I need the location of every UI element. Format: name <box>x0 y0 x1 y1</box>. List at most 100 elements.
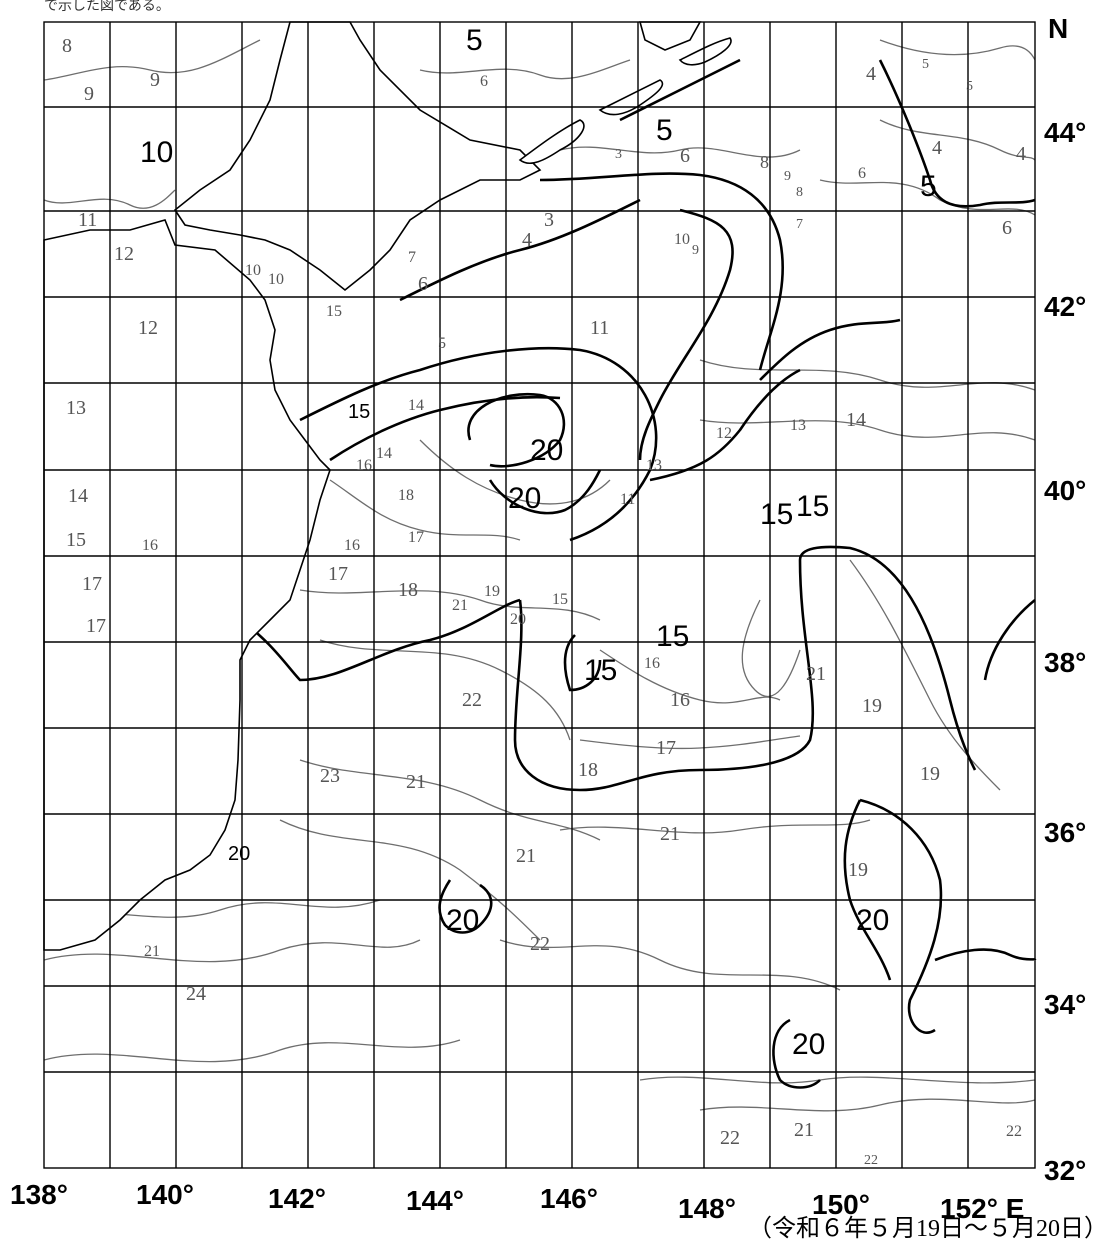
isotherm-label: 8 <box>760 152 769 172</box>
isotherm-label: 16 <box>644 655 660 672</box>
isotherm-label: 5 <box>438 335 446 352</box>
isotherm-label: 16 <box>670 689 690 711</box>
isotherm-label: 9 <box>692 243 699 258</box>
thin-isotherm-labels: 8 9 9 11 12 12 13 14 15 16 17 17 6 3 4 3… <box>62 35 1026 1168</box>
isotherm-label: 20 <box>530 434 563 467</box>
isotherm-label: 7 <box>796 217 803 232</box>
isotherm-label: 16 <box>142 537 158 554</box>
isotherm-label: 7 <box>408 249 416 266</box>
isotherm-label: 15 <box>348 401 370 423</box>
isotherm-label: 18 <box>578 759 598 781</box>
isotherm-label: 21 <box>144 943 160 960</box>
isotherm-label: 14 <box>376 445 392 462</box>
isotherm-label: 20 <box>508 482 541 515</box>
isotherm-label: 18 <box>398 487 414 504</box>
isotherm-label: 11 <box>590 317 609 339</box>
isotherm-label: 10 <box>140 136 173 169</box>
isotherm-label: 13 <box>646 457 662 474</box>
lat-label: 36° <box>1044 817 1086 848</box>
lon-label: 138° <box>10 1179 68 1210</box>
lat-label: 40° <box>1044 475 1086 506</box>
isotherm-label: 20 <box>228 843 250 865</box>
isotherm-label: 4 <box>932 137 942 159</box>
thick-isotherm-labels: 10 5 5 5 20 20 15 15 15 15 15 20 20 20 2… <box>140 24 937 1061</box>
isotherm-label: 19 <box>848 859 868 881</box>
isotherm-label: 14 <box>68 485 88 507</box>
isotherm-label: 15 <box>552 591 568 608</box>
isotherm-label: 20 <box>856 904 889 937</box>
isotherm-label: 8 <box>796 185 803 200</box>
observation-date-caption: （令和６年５月19日～５月20日） <box>748 1216 1108 1242</box>
isotherm-label: 10 <box>268 271 284 288</box>
isotherm-label: 21 <box>660 823 680 845</box>
lat-label: N <box>1048 13 1068 44</box>
isotherm-label: 5 <box>466 24 483 57</box>
isotherm-label: 20 <box>510 611 526 628</box>
kuril-island-2 <box>598 79 664 116</box>
lat-label: 38° <box>1044 647 1086 678</box>
isotherm-label: 16 <box>356 457 372 474</box>
kuril-island-3 <box>678 37 732 66</box>
isotherm-label: 5 <box>656 114 673 147</box>
japan-coastline <box>43 21 732 951</box>
isotherm-label: 17 <box>82 573 102 595</box>
isotherm-label: 14 <box>846 409 866 431</box>
isotherm-label: 19 <box>862 695 882 717</box>
isotherm-label: 11 <box>78 209 97 231</box>
lon-label: 140° <box>136 1179 194 1210</box>
isotherm-label: 5 <box>966 79 973 94</box>
isotherm-label: 22 <box>720 1127 740 1149</box>
isotherm-label: 21 <box>806 663 826 685</box>
isotherm-label: 4 <box>522 229 532 251</box>
isotherm-label: 15 <box>760 498 793 531</box>
isotherm-label: 6 <box>418 273 428 295</box>
isotherm-label: 5 <box>922 57 929 72</box>
honshu-land <box>43 219 331 951</box>
isotherm-label: 17 <box>408 529 424 546</box>
isotherm-label: 22 <box>1006 1123 1022 1140</box>
isotherm-label: 20 <box>792 1028 825 1061</box>
isotherm-label: 17 <box>86 615 106 637</box>
top-caption: で示した図である。 <box>44 0 170 14</box>
isotherm-label: 12 <box>716 425 732 442</box>
isotherm-label: 11 <box>620 491 635 508</box>
isotherm-label: 24 <box>186 983 206 1005</box>
isotherm-label: 15 <box>584 654 617 687</box>
isotherm-label: 18 <box>398 579 418 601</box>
kuril-island-4 <box>638 21 702 51</box>
isotherm-label: 15 <box>66 529 86 551</box>
isotherm-label: 3 <box>544 209 554 231</box>
isotherm-label: 22 <box>462 689 482 711</box>
isotherm-label: 21 <box>406 771 426 793</box>
hokkaido-land <box>173 21 542 292</box>
lat-lon-grid <box>43 21 1036 1169</box>
isotherm-label: 15 <box>656 620 689 653</box>
isotherm-label: 21 <box>794 1119 814 1141</box>
isotherm-label: 15 <box>326 303 342 320</box>
lat-label: 32° <box>1044 1155 1086 1186</box>
lat-label: 42° <box>1044 291 1086 322</box>
isotherm-label: 10 <box>245 262 261 279</box>
isotherm-label: 6 <box>858 165 866 182</box>
lat-label: 34° <box>1044 989 1086 1020</box>
isotherm-label: 19 <box>920 763 940 785</box>
isotherm-label: 3 <box>615 147 622 162</box>
lat-label: 44° <box>1044 117 1086 148</box>
isotherm-label: 9 <box>150 69 160 91</box>
isotherm-label: 19 <box>484 583 500 600</box>
lon-label: 146° <box>540 1183 598 1214</box>
isotherm-label: 15 <box>796 490 829 523</box>
kuril-island-1 <box>518 119 585 165</box>
isotherm-label: 5 <box>920 170 937 203</box>
isotherm-label: 22 <box>530 933 550 955</box>
isotherm-label: 12 <box>114 243 134 265</box>
latitude-axis: N 44° 42° 40° 38° 36° 34° 32° <box>1044 13 1086 1186</box>
isotherm-label: 20 <box>446 904 479 937</box>
isotherm-label: 22 <box>864 1153 878 1168</box>
lon-label: 148° <box>678 1193 736 1224</box>
isotherm-label: 13 <box>66 397 86 419</box>
lon-label: 142° <box>268 1183 326 1214</box>
isotherm-label: 21 <box>452 597 468 614</box>
isotherm-label: 9 <box>84 83 94 105</box>
